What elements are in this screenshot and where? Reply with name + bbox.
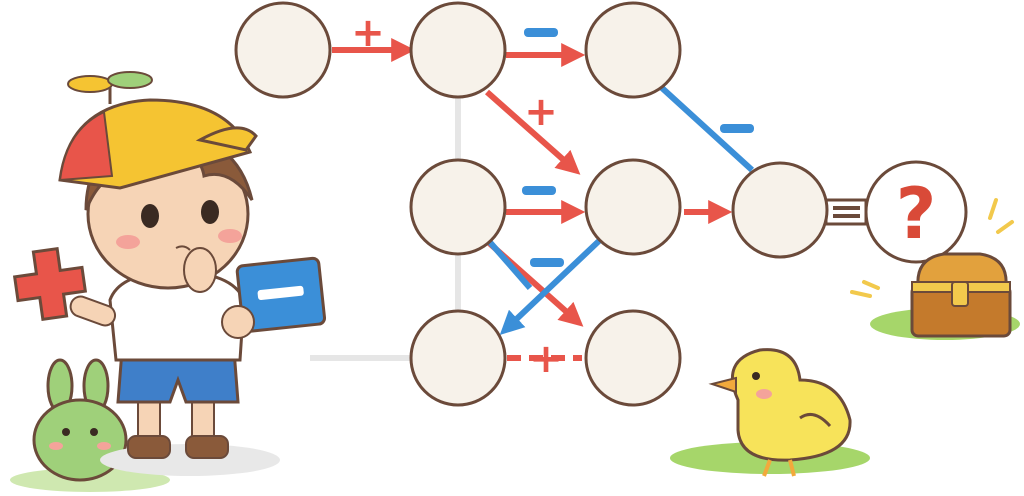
minus-sign (522, 186, 556, 195)
minus-sign (530, 258, 564, 267)
chick-icon (670, 348, 870, 477)
boy-character (12, 71, 327, 476)
minus-sign (720, 124, 754, 133)
node-n1[interactable] (234, 1, 332, 99)
puzzle-nodes (234, 1, 829, 407)
plus-sign: + (351, 10, 385, 56)
plus-card-icon (12, 246, 88, 322)
node-n9[interactable] (584, 309, 682, 407)
node-n2[interactable] (409, 1, 507, 99)
plus-sign: + (529, 336, 563, 382)
result-node[interactable]: ? (864, 160, 968, 264)
connectors (332, 38, 755, 361)
minus-card-icon (235, 256, 327, 333)
node-n3[interactable] (584, 1, 682, 99)
minus-sign (524, 28, 558, 37)
equals-sign (824, 198, 868, 226)
propeller-cap-icon (58, 71, 258, 190)
node-n5[interactable] (584, 158, 682, 256)
treasure-chest-icon (870, 252, 1020, 340)
arrow-n3-n6 (659, 85, 755, 173)
plus-sign: + (524, 89, 558, 135)
node-n6[interactable] (731, 161, 829, 259)
sparkle-icon (850, 198, 1014, 298)
node-n4[interactable] (409, 158, 507, 256)
operator-labels: + + + (351, 10, 754, 382)
arrow-n4-n9-blue (485, 238, 533, 290)
arrow-n5-n8 (499, 237, 603, 335)
node-n8[interactable] (409, 309, 507, 407)
arrow-n2-n5 (485, 89, 581, 175)
question-mark: ? (896, 173, 937, 255)
